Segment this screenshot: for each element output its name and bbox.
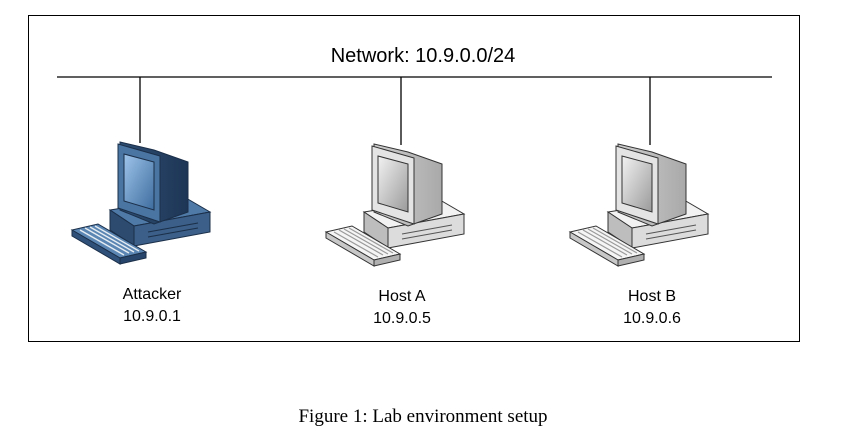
diagram-frame [28, 15, 800, 342]
host-a-name: Host A [378, 288, 426, 305]
figure-caption: Figure 1: Lab environment setup [298, 406, 548, 427]
attacker-name: Attacker [122, 286, 182, 303]
attacker-computer-icon [70, 141, 212, 265]
host-a-computer-icon [324, 143, 466, 267]
host-a-label-block: Host A 10.9.0.5 [322, 286, 482, 330]
attacker-label-block: Attacker 10.9.0.1 [72, 284, 232, 328]
host-b-ip: 10.9.0.6 [623, 310, 681, 327]
host-b-computer-icon [568, 143, 710, 267]
network-label: Network: 10.9.0.0/24 [330, 45, 516, 67]
host-a-ip: 10.9.0.5 [373, 310, 431, 327]
host-b-name: Host B [627, 288, 676, 305]
host-b-label-block: Host B 10.9.0.6 [572, 286, 732, 330]
attacker-ip: 10.9.0.1 [123, 308, 181, 325]
